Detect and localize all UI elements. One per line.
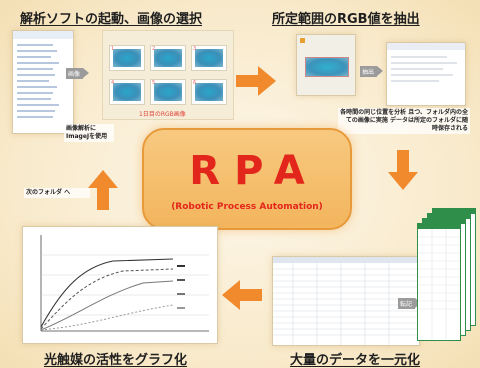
step2-results-window [386,42,466,106]
step2-title: 所定範囲のRGB値を抽出 [272,12,420,27]
image-grid: 1 2 3 4 5 6 1日目のRGB画像 [102,30,234,120]
step1-tag: 画像 [66,68,90,79]
step4-title: 光触媒の活性をグラフ化 [44,353,188,368]
excel-sheet-stack [416,208,476,342]
roi-sample [305,57,349,77]
step2-roi-image [296,34,356,96]
rpa-title: RPA [189,148,319,194]
image-tile: 3 [191,45,227,71]
step1-caption: 画像解析に ImageJを使用 [64,124,114,142]
image-tile: 2 [150,45,186,71]
grid-label: 1日目のRGB画像 [139,111,186,118]
rpa-subtitle: (Robotic Process Automation) [171,202,323,212]
image-tile: 6 [191,79,227,105]
image-tile: 1 [109,45,145,71]
step1-file-list-screenshot [12,30,74,134]
next-folder-note: 次のフォルダ へ [24,188,90,198]
image-tile: 5 [150,79,186,105]
step3-title: 大量のデータを一元化 [290,353,421,368]
arrow-up-left-icon [88,170,118,210]
arrow-left-bottom-icon [222,280,262,310]
activity-line-graph [40,235,209,332]
step3-tag: 転記 [398,298,422,309]
image-tile: 4 [109,79,145,105]
file-list-lines [13,31,73,118]
step2-note: 各時間の同じ位置を分析 且つ、フォルダ内の全ての画像に実施 データは所定のフォル… [338,108,470,134]
step1-title: 解析ソフトの起動、画像の選択 [20,12,203,27]
arrow-right-top-icon [236,66,276,96]
rpa-center-box: RPA (Robotic Process Automation) [142,128,352,230]
arrow-down-right-icon [388,150,418,190]
step2-tag: 抽出 [360,66,384,77]
step3-spreadsheet-main [272,256,420,346]
step4-graph [22,226,218,344]
